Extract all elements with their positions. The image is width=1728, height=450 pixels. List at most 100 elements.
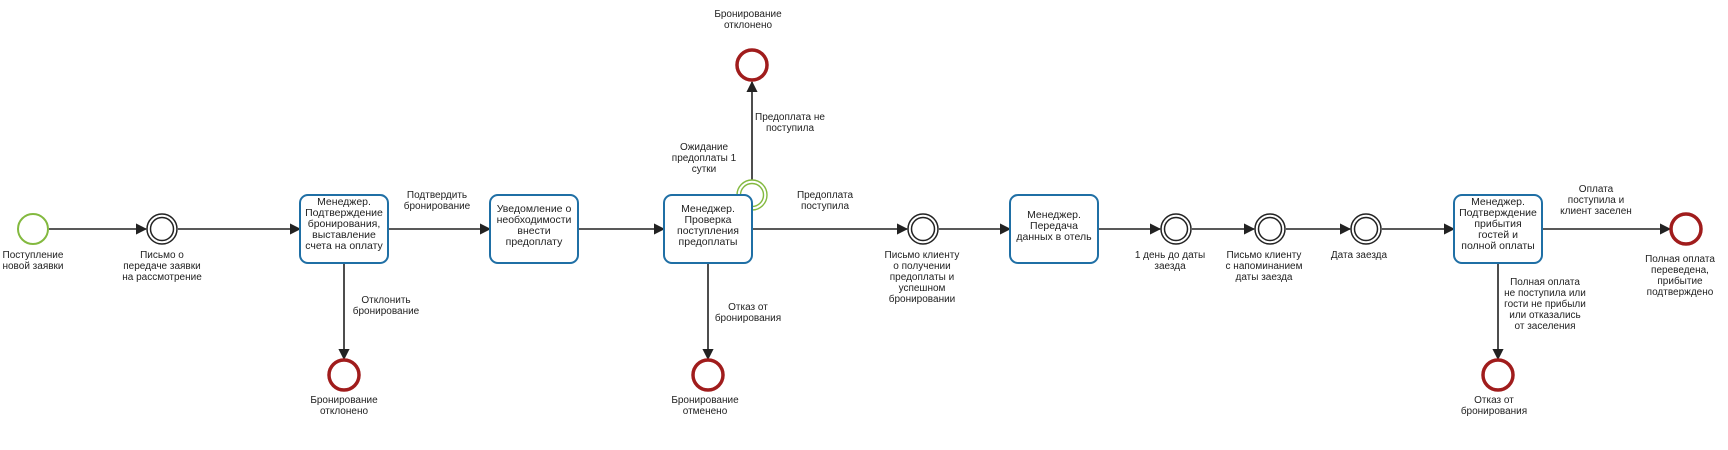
label-line: Бронирование (671, 395, 739, 406)
label-line: Полная оплата (1510, 277, 1580, 288)
label-line: Отказ от (728, 302, 768, 313)
label-line: прибытие (1657, 275, 1703, 287)
label-line: переведена, (1651, 265, 1709, 276)
label-line: Поступление (3, 250, 64, 261)
label-line: Подтверждение (305, 207, 383, 219)
intermediate-event-one-day-before[interactable] (1160, 213, 1192, 245)
label-line: Бронирование (714, 9, 782, 20)
label-line: Ожидание (680, 142, 729, 153)
events (17, 48, 1703, 392)
label-line: на рассмотрение (122, 272, 202, 283)
label-line: предоплату (506, 236, 563, 248)
label-line: Предоплата (797, 190, 854, 201)
task-confirm-booking[interactable] (299, 194, 389, 264)
end-event-rejected-1[interactable] (327, 358, 361, 392)
label-line: Менеджер. (1471, 196, 1525, 208)
label-line: бронировании (889, 293, 956, 305)
end-event-success[interactable] (1669, 212, 1703, 246)
label-line: о получении (893, 261, 950, 272)
label-line: прибытия (1474, 218, 1521, 230)
label-line: поступила (801, 201, 850, 212)
label-line: отклонено (320, 406, 369, 417)
label-line: Проверка (684, 214, 731, 226)
label-line: Отказ от (1474, 395, 1514, 406)
label-line: Дата заезда (1331, 250, 1388, 261)
label-line: клиент заселен (1560, 206, 1632, 217)
label-line: Передача (1030, 220, 1078, 232)
label-line: даты заезда (1236, 272, 1293, 283)
label-line: отклонено (724, 20, 773, 31)
label-line: успешном (899, 283, 946, 294)
intermediate-event-client-letter[interactable] (907, 213, 939, 245)
intermediate-event-checkin-date[interactable] (1350, 213, 1382, 245)
task-transfer-hotel[interactable] (1009, 194, 1099, 264)
label-line: Предоплата не (755, 112, 825, 123)
label-line: Письмо клиенту (1227, 250, 1302, 261)
label-line: от заселения (1515, 321, 1576, 332)
end-event-rejected-top[interactable] (735, 48, 769, 82)
label-line: внести (517, 225, 550, 237)
label-line: заезда (1154, 261, 1186, 272)
label-line: гостей и (1478, 229, 1518, 241)
label-line: 1 день до даты (1135, 250, 1205, 261)
label-line: Оплата (1579, 184, 1614, 195)
label-line: бронирования (715, 312, 781, 324)
label-line: Письмо о (140, 250, 184, 261)
label-line: Отклонить (361, 295, 410, 306)
label-line: данных в отель (1016, 231, 1092, 243)
label-line: с напоминанием (1226, 261, 1303, 272)
label-line: поступила и (1568, 195, 1624, 206)
task-confirm-arrival[interactable] (1453, 194, 1543, 264)
label-line: бронирование (353, 305, 420, 317)
sequence-flows (49, 80, 1672, 361)
label-line: подтверждено (1647, 287, 1714, 298)
task-notify-prepay[interactable] (489, 194, 579, 264)
label-line: или отказались (1509, 310, 1581, 321)
label-line: Менеджер. (681, 203, 735, 215)
intermediate-event-send-to-review[interactable] (146, 213, 178, 245)
end-event-refused[interactable] (1481, 358, 1515, 392)
intermediate-event-reminder-letter[interactable] (1254, 213, 1286, 245)
label-line: Менеджер. (317, 196, 371, 208)
label-line: Письмо клиенту (885, 250, 960, 261)
label-line: счета на оплату (305, 240, 383, 252)
label-line: предоплаты (679, 236, 738, 248)
label-line: сутки (692, 164, 717, 175)
label-line: бронирования, (308, 218, 381, 230)
label-line: не поступила или (1504, 288, 1586, 299)
label-line: бронирования (1461, 405, 1527, 417)
label-line: поступила (766, 123, 815, 134)
start-event[interactable] (17, 213, 49, 245)
end-event-cancelled[interactable] (691, 358, 725, 392)
label-line: Уведомление о (497, 203, 572, 215)
task-check-prepay[interactable] (663, 194, 753, 264)
label-line: Подтверждение (1459, 207, 1537, 219)
label-line: поступления (677, 225, 739, 237)
label-line: предоплаты 1 (672, 153, 737, 164)
